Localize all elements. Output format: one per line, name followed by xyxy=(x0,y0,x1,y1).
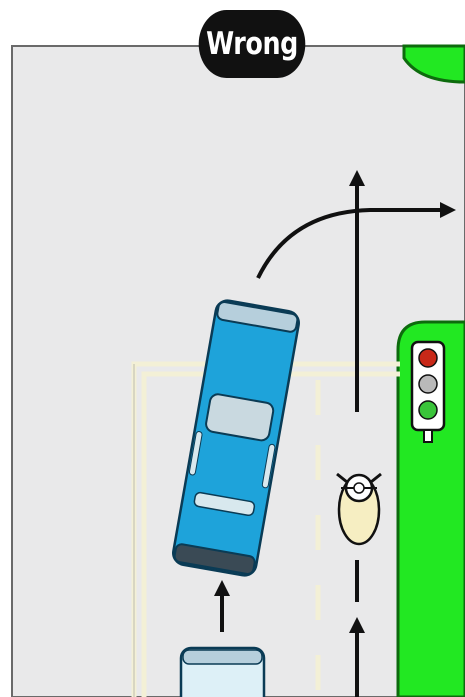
amber-light xyxy=(419,375,437,393)
wrong-label: Wrong xyxy=(199,10,306,78)
traffic-light-icon xyxy=(412,342,444,442)
red-light xyxy=(419,349,437,367)
green-light xyxy=(419,401,437,419)
following-car-icon xyxy=(181,648,264,697)
